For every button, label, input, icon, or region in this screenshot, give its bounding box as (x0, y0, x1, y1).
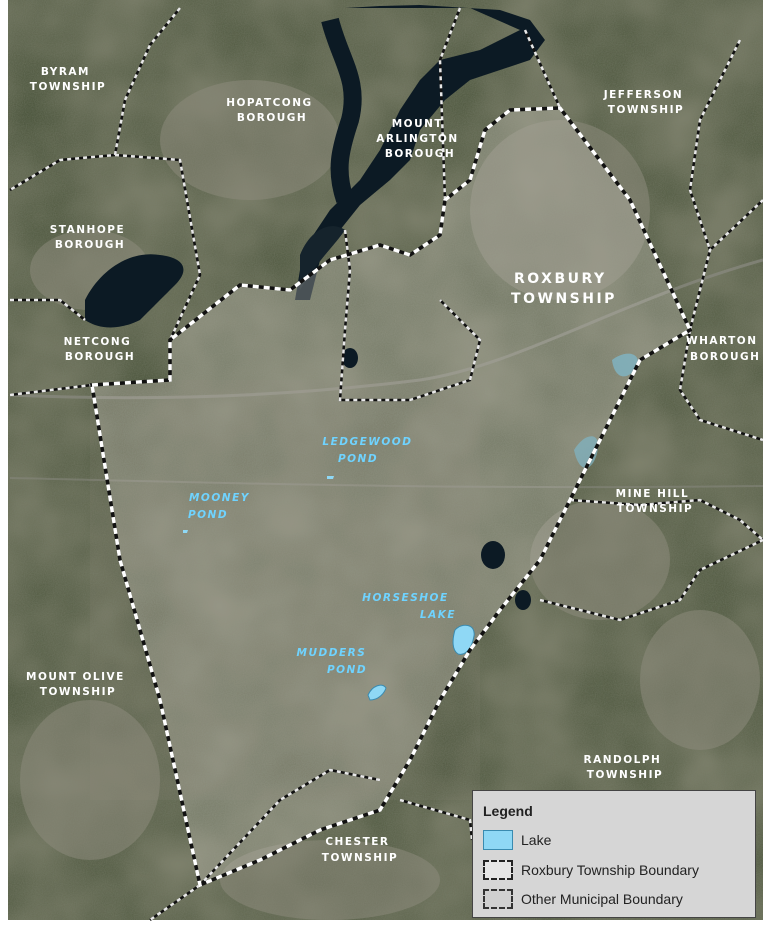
label-byram-township: BYRAM TOWNSHIP (30, 66, 106, 93)
label-mount-olive-township: MOUNT OLIVE TOWNSHIP (26, 671, 130, 698)
legend-item-other-boundary: Other Municipal Boundary (483, 888, 683, 910)
label-mount-arlington-borough: MOUNT ARLINGTON BOROUGH (376, 118, 464, 160)
page-margin-left (0, 0, 8, 928)
dark-pond-1 (481, 541, 505, 569)
map-legend: Legend Lake Roxbury Township Boundary Ot… (472, 790, 756, 918)
dark-pond-3 (342, 348, 358, 368)
other-boundary-swatch (483, 889, 513, 909)
roxbury-township-boundary (89, 106, 693, 888)
label-ledgewood-pond: LEDGEWOOD POND (322, 436, 417, 465)
mudders-pond-shape (367, 684, 387, 701)
label-mudders-pond: MUDDERS POND (297, 647, 372, 676)
lake-musconetcong (85, 254, 184, 328)
quarry-pond-1 (612, 353, 639, 377)
label-hopatcong-borough: HOPATCONG BOROUGH (226, 97, 318, 124)
label-chester-township: CHESTER TOWNSHIP (322, 836, 398, 864)
dark-pond-2 (515, 590, 531, 610)
page-margin-bottom (0, 920, 763, 928)
highway (9, 258, 763, 400)
legend-item-roxbury-boundary: Roxbury Township Boundary (483, 859, 699, 881)
label-netcong-borough: NETCONG BOROUGH (64, 336, 137, 363)
roxbury-township-area (92, 108, 690, 885)
roxbury-boundary-swatch (483, 860, 513, 880)
ledgewood-pond-shape (327, 476, 334, 479)
route-road (9, 477, 763, 489)
lake-small-1 (300, 226, 345, 290)
label-roxbury-township: ROXBURY TOWNSHIP (511, 271, 617, 307)
legend-title: Legend (483, 803, 533, 819)
lake-swatch (483, 830, 513, 850)
legend-item-label: Lake (521, 832, 552, 848)
label-horseshoe-lake: HORSESHOE LAKE (362, 592, 456, 621)
label-mooney-pond: MOONEY POND (188, 492, 255, 521)
lake-hopatcong-west-arm (321, 17, 362, 203)
label-randolph-township: RANDOLPH TOWNSHIP (584, 754, 667, 781)
other-municipal-boundaries (9, 7, 763, 922)
label-mine-hill-township: MINE HILL TOWNSHIP (616, 488, 695, 515)
lake-hopatcong (295, 5, 545, 300)
label-wharton-borough: WHARTON BOROUGH (686, 335, 763, 363)
mooney-pond-shape (183, 530, 188, 533)
legend-item-lake: Lake (483, 829, 551, 851)
label-jefferson-township: JEFFERSON TOWNSHIP (603, 89, 689, 116)
roxbury-haze (90, 380, 480, 800)
legend-item-label: Other Municipal Boundary (521, 891, 683, 907)
quarry-pond-2 (574, 436, 599, 468)
label-stanhope-borough: STANHOPE BOROUGH (50, 224, 131, 251)
legend-item-label: Roxbury Township Boundary (521, 862, 699, 878)
